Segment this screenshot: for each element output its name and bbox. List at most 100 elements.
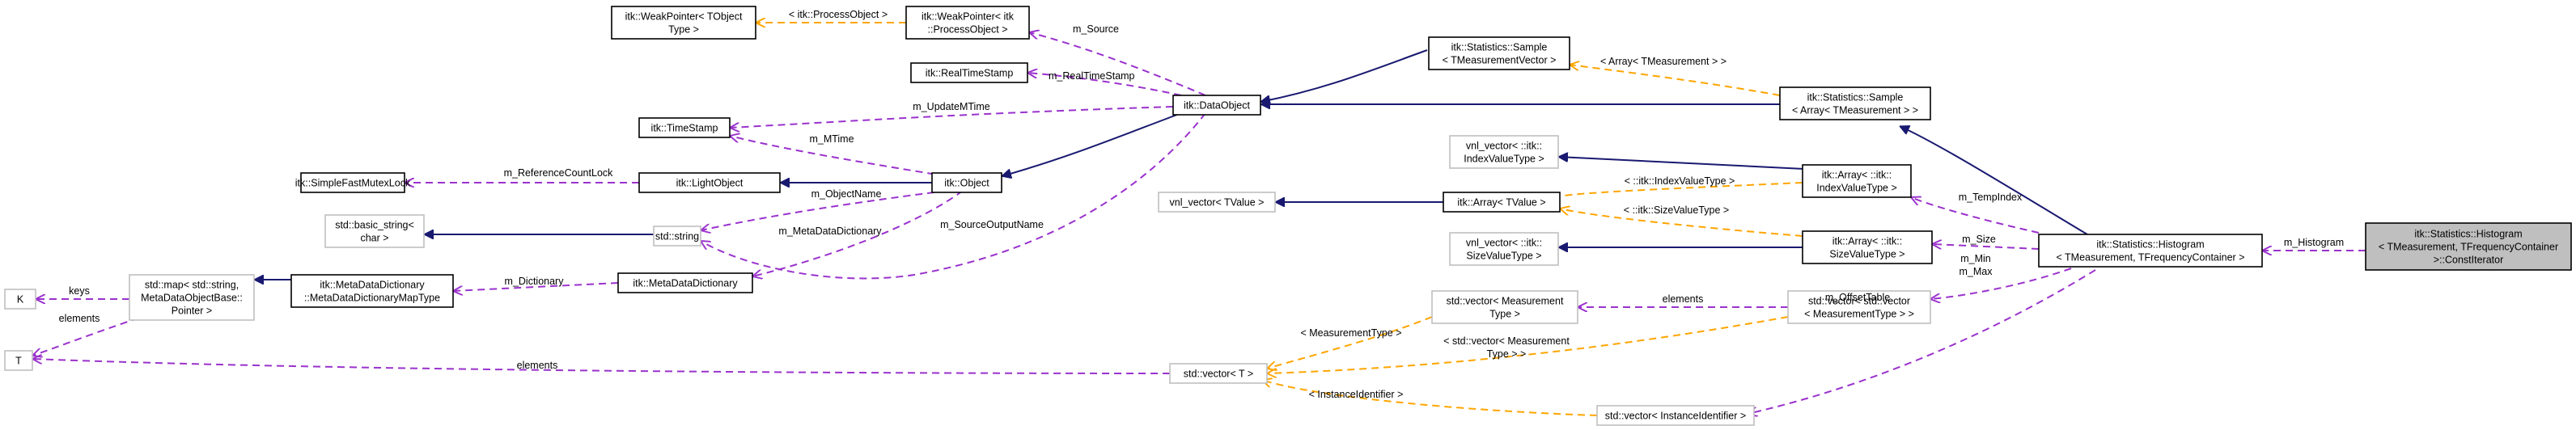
node-label: itk::Statistics::Histogram — [2096, 239, 2204, 251]
edge-use-histogram-arrayindex — [1911, 197, 2040, 234]
edge-tpl-vecvec-vecT — [1267, 316, 1789, 373]
node-array-index[interactable]: itk::Array< ::itk::IndexValueType > — [1802, 164, 1912, 198]
node-label: itk::MetaDataDictionary — [633, 278, 738, 289]
edge-use-dataobject-timestamp — [730, 106, 1174, 128]
node-label: char > — [360, 233, 388, 244]
node-label: itk::MetaDataDictionary — [320, 280, 425, 291]
node-box — [617, 272, 753, 293]
node-box — [653, 226, 701, 247]
node-label: itk::RealTimeStamp — [926, 68, 1014, 79]
node-label: T — [15, 356, 22, 367]
node-basic-string: std::basic_string<char > — [324, 214, 425, 248]
edge-use-object-stdstring — [701, 190, 947, 230]
node-histogram[interactable]: itk::Statistics::Histogram< TMeasurement… — [2038, 234, 2263, 268]
node-sample-tvec[interactable]: itk::Statistics::Sample< TMeasurementVec… — [1428, 36, 1570, 70]
node-box — [1802, 230, 1933, 264]
node-lightobject[interactable]: itk::LightObject — [638, 172, 781, 193]
edge-label-mobjectname: m_ObjectName — [811, 188, 882, 200]
node-vec-meas: std::vector< MeasurementType > — [1431, 290, 1578, 324]
node-box — [4, 289, 36, 310]
node-box — [1449, 135, 1559, 169]
node-label: itk::Statistics::Sample — [1807, 92, 1904, 103]
node-label: vnl_vector< TValue > — [1170, 197, 1265, 209]
node-box — [638, 172, 781, 193]
edge-use-object-timestamp — [730, 136, 947, 177]
node-box — [931, 172, 1002, 193]
node-box — [290, 274, 454, 308]
edge-label-mtempindex: m_TempIndex — [1959, 192, 2023, 203]
node-label: itk::DataObject — [1184, 100, 1251, 112]
edge-use-histogram-vecinst — [1748, 269, 2096, 414]
node-label: itk::Array< TValue > — [1457, 197, 1545, 209]
node-label: itk::WeakPointer< itk — [922, 11, 1015, 23]
node-box — [1158, 192, 1276, 213]
node-fastmutex[interactable]: itk::SimpleFastMutexLock — [295, 172, 411, 193]
node-label: < Array< TMeasurement > > — [1792, 105, 1918, 116]
node-box — [1802, 164, 1912, 198]
node-box — [129, 274, 255, 321]
edge-label-stdvecmeas2: Type > > — [1487, 348, 1527, 360]
node-label: < TMeasurement, TFrequencyContainer > — [2057, 252, 2245, 263]
edge-label-layer: < itk::ProcessObject >m_Sourcem_RealTime… — [59, 9, 2345, 400]
edge-label-mmin: m_Min — [1960, 253, 1991, 264]
edge-label-mmtime: m_MTime — [809, 133, 854, 145]
edge-label-mhistogram: m_Histogram — [2284, 237, 2344, 248]
edge-label-keys: keys — [69, 285, 90, 297]
node-label: itk::Statistics::Sample — [1451, 42, 1548, 53]
edge-label-mmetadatadict: m_MetaDataDictionary — [778, 226, 882, 237]
edge-label-instanceid: < InstanceIdentifier > — [1309, 389, 1404, 400]
node-label: IndexValueType > — [1816, 183, 1897, 194]
edge-label-meastype: < MeasurementType > — [1300, 327, 1401, 339]
node-box — [1428, 36, 1570, 70]
node-label: MetaDataObjectBase:: — [141, 293, 243, 304]
node-array-tvalue[interactable]: itk::Array< TValue > — [1443, 192, 1561, 213]
node-array-size[interactable]: itk::Array< ::itk::SizeValueType > — [1802, 230, 1933, 264]
node-label: itk::SimpleFastMutexLock — [295, 178, 411, 189]
node-label: itk::Object — [944, 178, 989, 189]
node-label: SizeValueType > — [1466, 251, 1541, 262]
edge-use-histogram-vecvec — [1930, 268, 2072, 299]
node-mdd-map[interactable]: itk::MetaDataDictionary::MetaDataDiction… — [290, 274, 454, 308]
node-label: < MeasurementType > > — [1804, 309, 1914, 320]
node-realtimestamp[interactable]: itk::RealTimeStamp — [910, 62, 1028, 83]
node-label: std::map< std::string, — [145, 280, 239, 291]
node-dataobject[interactable]: itk::DataObject — [1172, 95, 1261, 116]
node-label: SizeValueType > — [1829, 249, 1904, 260]
node-object[interactable]: itk::Object — [931, 172, 1002, 193]
node-label: std::string — [655, 231, 699, 242]
node-wp-process[interactable]: itk::WeakPointer< itk::ProcessObject > — [905, 6, 1030, 40]
node-vec-vec: std::vector< std::vector< MeasurementTyp… — [1787, 290, 1931, 324]
node-vnl-tvalue: vnl_vector< TValue > — [1158, 192, 1276, 213]
node-timestamp[interactable]: itk::TimeStamp — [638, 117, 731, 138]
edge-label-mrealtimestamp: m_RealTimeStamp — [1049, 70, 1135, 82]
node-label: std::basic_string< — [335, 220, 414, 231]
edge-label-elements-t: elements — [59, 313, 100, 324]
node-box — [1431, 290, 1578, 324]
node-sample-array[interactable]: itk::Statistics::Sample< Array< TMeasure… — [1779, 86, 1931, 120]
node-box — [2365, 222, 2572, 271]
edge-label-elements-vm: elements — [1663, 293, 1704, 305]
edge-use-stdmap-T — [32, 310, 163, 356]
node-label: ::ProcessObject > — [928, 24, 1008, 36]
node-mdd[interactable]: itk::MetaDataDictionary — [617, 272, 753, 293]
edge-use-dataobject-stdstring — [701, 112, 1206, 280]
node-vec-inst: std::vector< InstanceIdentifier > — [1596, 405, 1755, 426]
node-label: >::ConstIterator — [2434, 255, 2504, 266]
node-box — [1596, 405, 1755, 426]
edge-inherit-sample-dataobject — [1260, 49, 1428, 102]
node-label: vnl_vector< ::itk:: — [1466, 238, 1542, 249]
edge-label-mdictionary: m_Dictionary — [505, 276, 565, 287]
node-label: IndexValueType > — [1464, 154, 1544, 165]
edge-use-vecT-T — [32, 359, 1171, 374]
edge-label-msourceoutput: m_SourceOutputName — [940, 219, 1044, 230]
edge-use-object-mdd — [752, 190, 964, 276]
edge-label-sizevalue: < ::itk::SizeValueType > — [1624, 204, 1729, 216]
node-constiterator: itk::Statistics::Histogram< TMeasurement… — [2365, 222, 2572, 271]
node-box — [611, 6, 756, 40]
edge-inherit-histogram-sample — [1900, 126, 2088, 235]
node-box — [1443, 192, 1561, 213]
node-label: K — [17, 294, 24, 306]
edge-label-mupdatemtime: m_UpdateMTime — [913, 101, 989, 112]
